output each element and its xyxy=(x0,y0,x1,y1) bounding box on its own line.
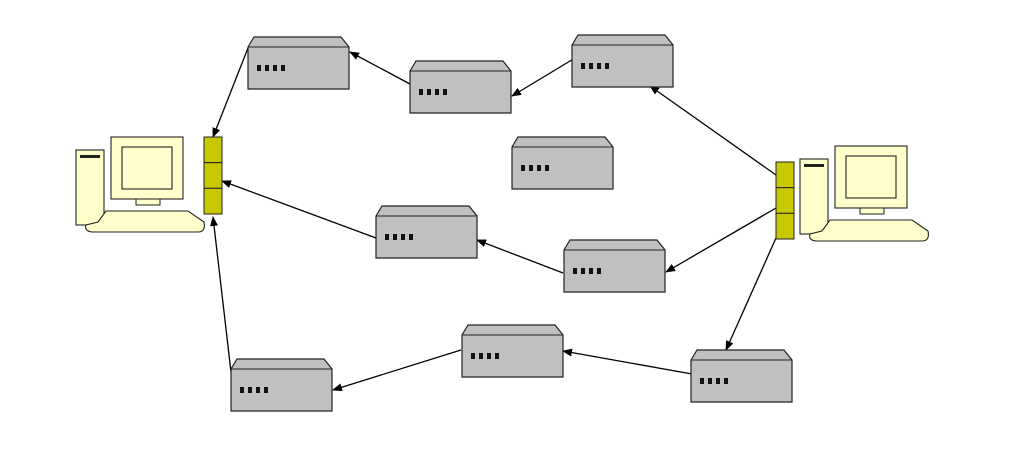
links-layer xyxy=(210,47,777,392)
router-port-led xyxy=(273,65,277,71)
router-port-led xyxy=(545,165,549,171)
router-port-led xyxy=(256,387,260,393)
router-port-led xyxy=(264,387,268,393)
router-port-led xyxy=(495,353,499,359)
router-body xyxy=(461,324,564,378)
router-top-left xyxy=(247,36,350,90)
router-port-led xyxy=(419,89,423,95)
router-port-led xyxy=(393,234,397,240)
link-router-middle-right-to-router-middle-left xyxy=(476,239,564,274)
right-port-stack xyxy=(775,161,795,240)
network-port-segment xyxy=(775,187,795,214)
router-port-led xyxy=(435,89,439,95)
router-top-middle xyxy=(409,60,512,114)
link-router-top-right-to-router-top-middle xyxy=(511,57,576,97)
link-router-bottom-left-to-left-port-stack xyxy=(210,216,232,373)
tower-case xyxy=(75,149,105,226)
router-port-led xyxy=(385,234,389,240)
router-port-led xyxy=(700,378,704,384)
keyboard xyxy=(809,219,929,242)
router-port-led xyxy=(427,89,431,95)
tower-case xyxy=(799,158,829,235)
router-bottom-right xyxy=(690,349,793,403)
router-port-led xyxy=(257,65,261,71)
link-router-top-middle-to-router-top-left xyxy=(349,51,411,85)
router-port-led xyxy=(479,353,483,359)
router-center-isolated xyxy=(511,136,614,190)
network-port-segment xyxy=(203,162,223,189)
monitor-screen xyxy=(121,146,173,190)
nodes-layer xyxy=(75,34,929,412)
router-port-led xyxy=(487,353,491,359)
router-port-led xyxy=(537,165,541,171)
router-bottom-left xyxy=(230,358,333,412)
router-body xyxy=(511,136,614,190)
left-host-computer-icon xyxy=(75,136,205,233)
link-right-port-stack-to-router-top-right xyxy=(649,85,777,176)
router-body xyxy=(247,36,350,90)
keyboard xyxy=(85,210,205,233)
router-body xyxy=(409,60,512,114)
monitor-stand xyxy=(859,207,885,215)
router-body xyxy=(690,349,793,403)
router-port-led xyxy=(281,65,285,71)
link-router-bottom-right-to-router-bottom-middle xyxy=(562,348,693,375)
router-port-led xyxy=(708,378,712,384)
router-port-led xyxy=(573,268,577,274)
link-router-middle-left-to-left-port-stack xyxy=(221,180,377,239)
router-port-led xyxy=(521,165,525,171)
router-body xyxy=(230,358,333,412)
network-port-segment xyxy=(203,187,223,215)
router-port-led xyxy=(409,234,413,240)
router-port-led xyxy=(597,268,601,274)
router-port-led xyxy=(471,353,475,359)
router-port-led xyxy=(401,234,405,240)
monitor-stand xyxy=(135,198,161,206)
router-port-led xyxy=(716,378,720,384)
router-middle-right xyxy=(563,239,666,293)
router-port-led xyxy=(589,268,593,274)
router-port-led xyxy=(597,63,601,69)
router-port-led xyxy=(724,378,728,384)
router-port-led xyxy=(581,63,585,69)
router-port-led xyxy=(248,387,252,393)
link-router-top-left-to-left-port-stack xyxy=(212,47,249,138)
router-port-led xyxy=(443,89,447,95)
right-host-computer-icon xyxy=(799,145,929,242)
router-body xyxy=(571,34,674,88)
router-port-led xyxy=(265,65,269,71)
router-port-led xyxy=(605,63,609,69)
router-bottom-middle xyxy=(461,324,564,378)
router-port-led xyxy=(240,387,244,393)
left-port-stack xyxy=(203,136,223,215)
router-body xyxy=(375,205,478,259)
router-port-led xyxy=(529,165,533,171)
router-port-led xyxy=(581,268,585,274)
router-port-led xyxy=(589,63,593,69)
link-right-port-stack-to-router-bottom-right xyxy=(725,237,777,351)
network-port-segment xyxy=(775,212,795,240)
router-body xyxy=(563,239,666,293)
network-port-segment xyxy=(775,161,795,189)
monitor-screen xyxy=(845,155,897,199)
link-right-port-stack-to-router-middle-right xyxy=(665,207,777,273)
drive-slot xyxy=(80,155,100,158)
network-port-segment xyxy=(203,136,223,164)
link-router-bottom-middle-to-router-bottom-left xyxy=(332,349,462,392)
router-top-right xyxy=(571,34,674,88)
drive-slot xyxy=(804,164,824,167)
router-middle-left xyxy=(375,205,478,259)
